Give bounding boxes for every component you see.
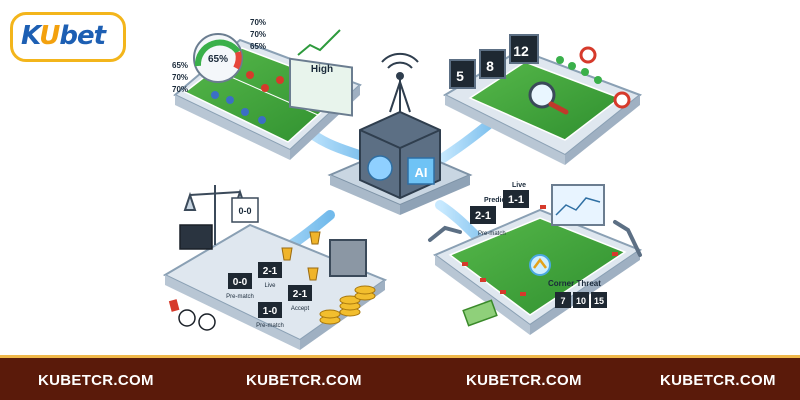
footer-link-2[interactable]: KUBETCR.COM [466, 372, 582, 389]
target-icon [613, 91, 631, 109]
prediction-score: 2-1 [475, 210, 491, 222]
ai-screen [407, 157, 435, 185]
live-label: Live [512, 182, 526, 189]
score-board: 0-0 [231, 197, 259, 223]
stat-right-0: 70% [250, 18, 266, 27]
score-1: 8 [486, 58, 494, 74]
row-1-score: 2-1 [263, 266, 278, 277]
stat-left-2: 70% [172, 85, 188, 94]
analytics-screen [551, 184, 605, 226]
score-0: 5 [456, 68, 464, 84]
score-boards: 5 8 12 [449, 34, 539, 89]
score-rows: 0-0 Pre-match 2-1 Live 1-0 Pre-match 2-1… [226, 262, 312, 329]
footer-link-1[interactable]: KUBETCR.COM [246, 372, 362, 389]
stat-left-1: 70% [172, 73, 188, 82]
gauge: 65% [193, 33, 243, 83]
brain-icon [367, 155, 393, 181]
football-icons [168, 299, 216, 331]
coin-stack [319, 285, 376, 325]
screen-label: High [311, 64, 333, 75]
row-2-label: Pre-match [256, 323, 284, 329]
stat-right-2: 65% [250, 42, 266, 51]
trophy-icons [281, 231, 321, 281]
board-score: 0-0 [238, 206, 251, 216]
prematch-label: Pre-match [478, 231, 506, 237]
stat-left-0: 65% [172, 61, 188, 70]
live-score: 1-1 [508, 194, 524, 206]
left-stats: 65% 70% 70% [172, 61, 188, 94]
row-2-score: 1-0 [263, 306, 278, 317]
magnifier-icon [528, 81, 569, 115]
robot-arm-icon [428, 220, 642, 257]
corner-value-2: 15 [594, 296, 604, 306]
safe-icon [329, 239, 367, 277]
corner-label: Corner Threat [548, 279, 601, 288]
corner-value-1: 10 [576, 296, 586, 306]
footer-link-3[interactable]: KUBETCR.COM [660, 372, 776, 389]
antenna-tower-icon [381, 52, 419, 113]
footer-link-0[interactable]: KUBETCR.COM [38, 372, 154, 389]
stat-right-1: 70% [250, 30, 266, 39]
row-0-score: 0-0 [233, 277, 248, 288]
prediction-label: Prediction [484, 197, 518, 204]
ai-label: AI [415, 165, 428, 180]
corner-threat: Corner Threat 7 10 15 [548, 279, 607, 308]
panel-top-right: 5 8 12 [442, 34, 642, 165]
arrow-badge-icon [529, 254, 551, 276]
row-0-label: Pre-match [226, 294, 254, 300]
panel-bottom-right: Prediction 2-1 Pre-match Live 1-1 Corner… [428, 182, 643, 335]
trend-screen: High [289, 29, 353, 117]
score-2: 12 [513, 43, 529, 59]
corner-flags [462, 205, 618, 296]
row-3-score: 2-1 [293, 289, 308, 300]
target-icon [579, 46, 597, 64]
panel-top-left: 65% 65% 70% 70% 70% 70% 65% High [172, 18, 362, 160]
laptop-icon [179, 224, 213, 250]
banknote-icon [462, 299, 498, 327]
row-1-label: Live [264, 283, 276, 289]
footer-bar: KUBETCR.COM KUBETCR.COM KUBETCR.COM KUBE… [0, 355, 800, 400]
ai-hub: AI [327, 52, 473, 215]
right-stats: 70% 70% 65% [250, 18, 266, 51]
panel-bottom-left: 0-0 0-0 Pre-match 2-1 Live 1-0 Pre-match… [162, 185, 388, 350]
gauge-value: 65% [208, 54, 228, 65]
illustration: 65% 65% 70% 70% 70% 70% 65% High AI [162, 18, 643, 350]
brand-logo[interactable]: KUbet [10, 12, 126, 62]
corner-value-0: 7 [560, 296, 565, 306]
row-3-label: Accept [291, 306, 310, 312]
logo-wordmark: KUbet [21, 21, 106, 51]
prediction-card: Prediction 2-1 Pre-match Live 1-1 [470, 182, 529, 237]
checkpoint-icons [556, 46, 631, 109]
